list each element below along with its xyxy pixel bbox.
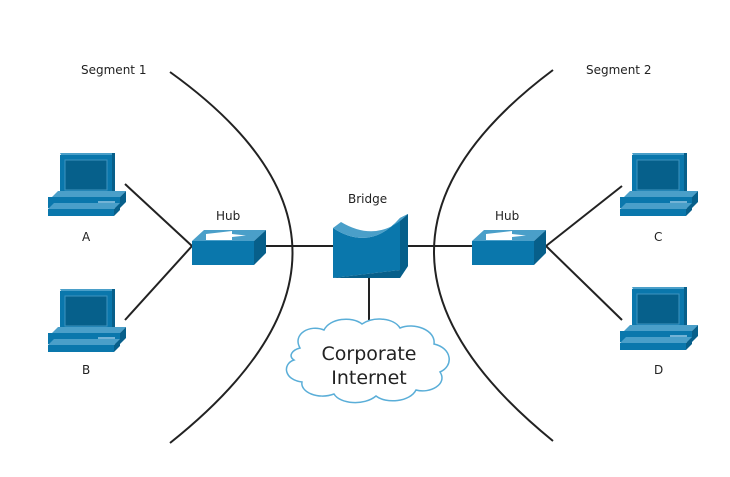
segment-1-boundary	[169, 71, 294, 444]
cloud-label-line1: Corporate	[322, 343, 417, 365]
segment-1-label: Segment 1	[81, 63, 146, 77]
computer-d-icon	[619, 286, 699, 351]
computer-b-icon	[47, 288, 127, 353]
computer-c-icon	[619, 152, 699, 217]
cloud-label-line2: Internet	[331, 367, 406, 389]
segment-2-label: Segment 2	[586, 63, 651, 77]
bridge-icon	[333, 214, 408, 278]
computer-a-icon	[47, 152, 127, 217]
bridge-label: Bridge	[348, 192, 387, 206]
cloud-icon	[285, 318, 450, 404]
connections	[124, 183, 623, 321]
computer-d-label: D	[654, 363, 663, 377]
right-hub-label: Hub	[495, 209, 519, 223]
segment-2-boundary	[433, 69, 554, 442]
computer-a-label: A	[82, 230, 91, 244]
left-hub-icon	[192, 230, 266, 265]
computer-c-label: C	[654, 230, 662, 244]
right-hub-icon	[472, 230, 546, 265]
computer-b-label: B	[82, 363, 90, 377]
left-hub-label: Hub	[216, 209, 240, 223]
